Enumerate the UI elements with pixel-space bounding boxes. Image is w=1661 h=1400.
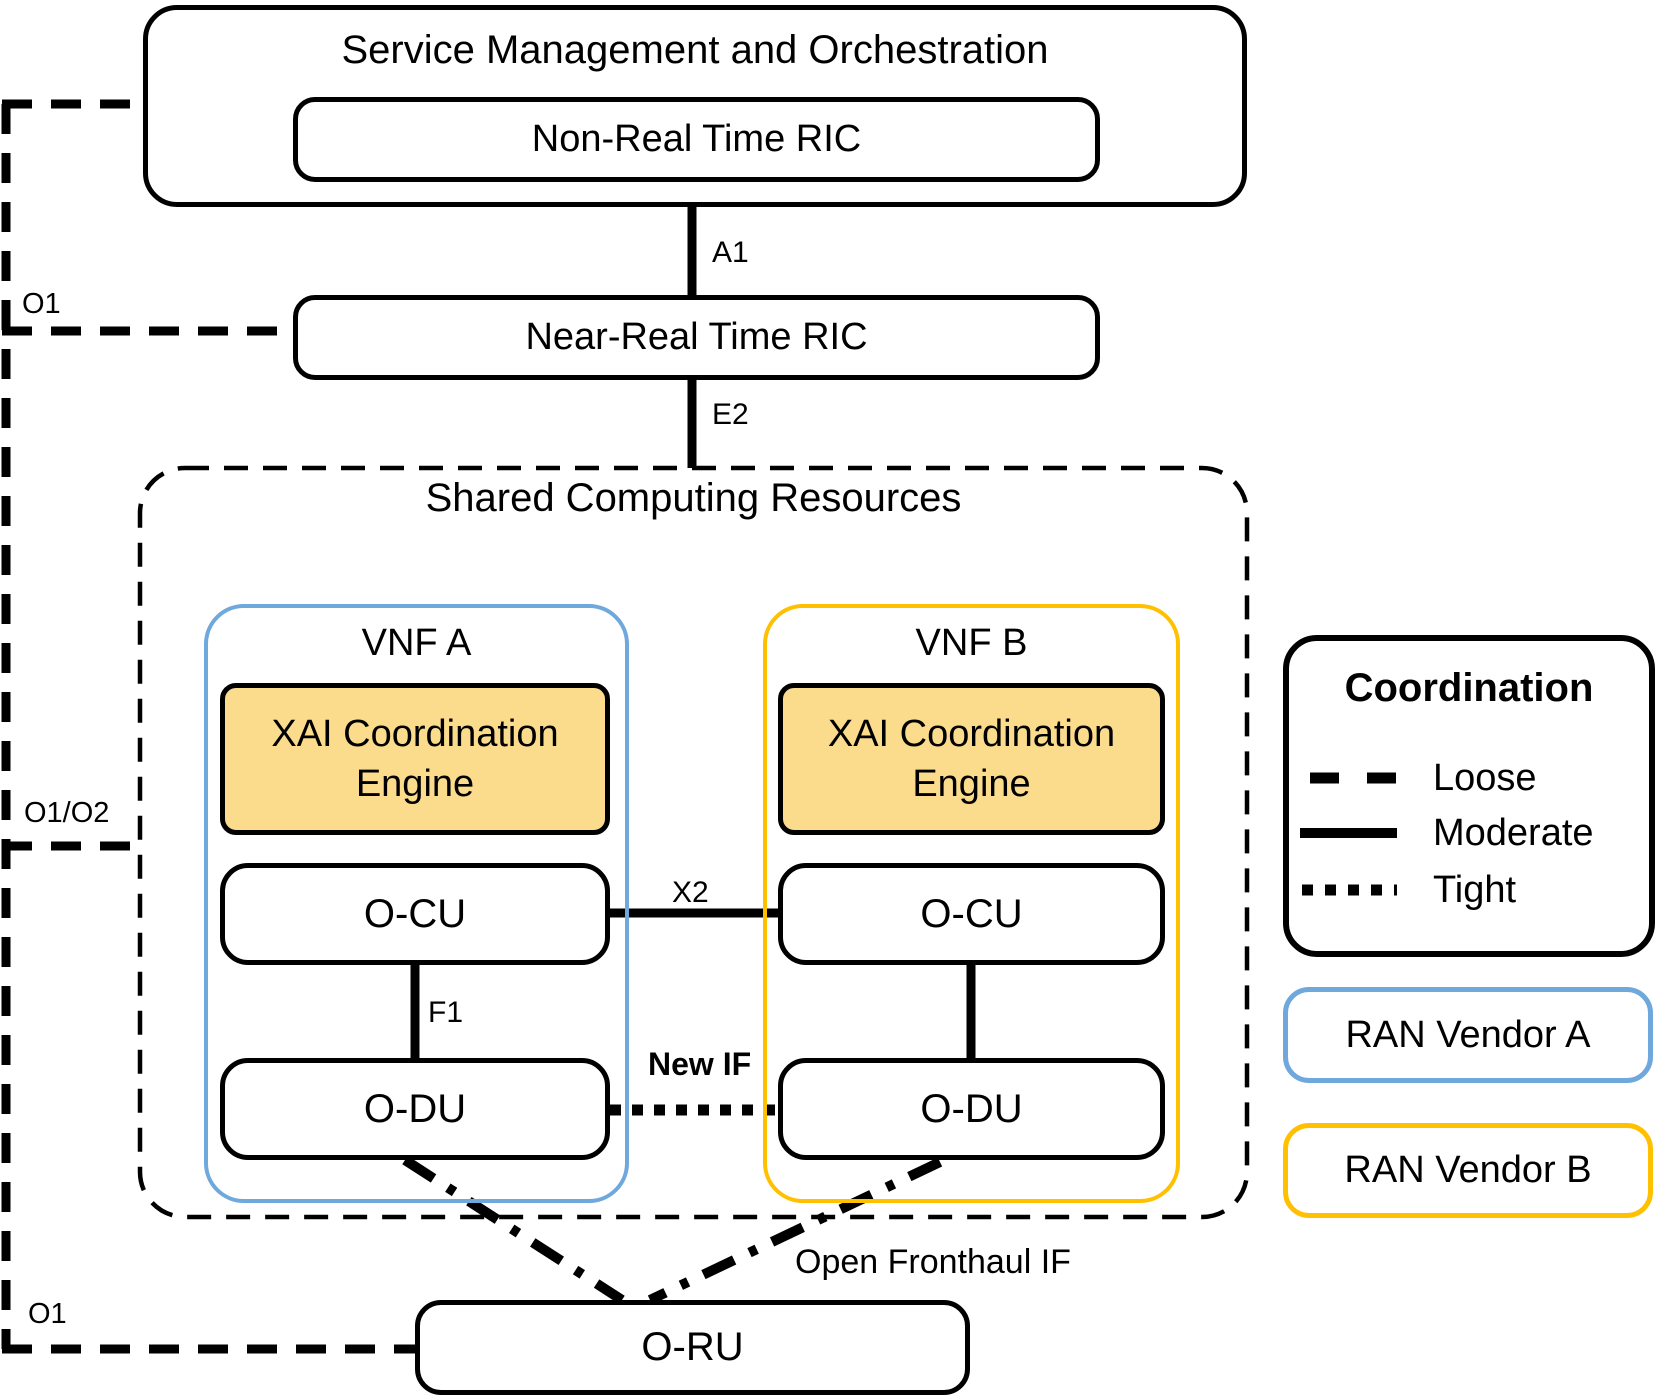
vnf-b-odu-label: O-DU	[920, 1086, 1023, 1131]
vnf-b-xai-engine-box: XAI Coordination Engine	[778, 683, 1165, 835]
coordination-legend-title: Coordination	[1344, 666, 1594, 710]
vnf-a-ocu-box: O-CU	[220, 863, 610, 965]
e2-interface-label: E2	[712, 398, 749, 431]
vnf-a-odu-label: O-DU	[363, 1086, 467, 1131]
new-if-label: New IF	[648, 1046, 752, 1082]
ran-vendor-a-box: RAN Vendor A	[1283, 987, 1653, 1083]
non-rt-ric-label: Non-Real Time RIC	[531, 118, 862, 160]
ran-vendor-b-label: RAN Vendor B	[1344, 1149, 1592, 1191]
near-rt-ric-box: Near-Real Time RIC	[293, 295, 1100, 380]
vnf-b-box	[763, 604, 1180, 1203]
smo-box	[143, 5, 1247, 207]
smo-title: Service Management and Orchestration	[341, 28, 1049, 72]
fronthaul-link-b-line	[647, 1157, 943, 1305]
ran-vendor-b-box: RAN Vendor B	[1283, 1123, 1653, 1218]
legend-loose-label: Loose	[1433, 757, 1537, 799]
ran-vendor-a-label: RAN Vendor A	[1345, 1013, 1591, 1056]
vnf-a-ocu-label: O-CU	[363, 891, 467, 936]
o1-top-label: O1	[22, 288, 61, 320]
f1-interface-label: F1	[428, 996, 464, 1029]
vnf-a-box	[204, 604, 629, 1203]
x2-interface-label: X2	[672, 876, 709, 909]
vnf-b-ocu-box: O-CU	[778, 863, 1165, 965]
o1-o2-label: O1/O2	[24, 797, 110, 829]
vnf-a-xai-engine-label: XAI Coordination Engine	[271, 712, 559, 805]
open-fronthaul-label: Open Fronthaul IF	[795, 1243, 1071, 1281]
fronthaul-link-a-line	[402, 1155, 625, 1305]
vnf-b-odu-box: O-DU	[778, 1058, 1165, 1160]
vnf-a-xai-engine-box: XAI Coordination Engine	[220, 683, 610, 835]
shared-resources-border	[137, 465, 1250, 1220]
oru-box: O-RU	[415, 1300, 970, 1395]
near-rt-ric-label: Near-Real Time RIC	[525, 316, 868, 358]
vnf-b-xai-engine-label: XAI Coordination Engine	[827, 712, 1116, 805]
vnf-b-title: VNF B	[915, 622, 1028, 664]
legend-moderate-label: Moderate	[1433, 812, 1594, 854]
legend-tight-label: Tight	[1433, 869, 1517, 911]
vnf-b-ocu-label: O-CU	[920, 891, 1023, 936]
a1-interface-label: A1	[712, 236, 749, 269]
oru-label: O-RU	[641, 1325, 744, 1369]
non-rt-ric-box: Non-Real Time RIC	[293, 97, 1100, 182]
o1-bottom-label: O1	[28, 1298, 67, 1330]
shared-resources-title: Shared Computing Resources	[425, 476, 962, 520]
vnf-a-odu-box: O-DU	[220, 1058, 610, 1160]
vnf-a-title: VNF A	[361, 622, 472, 664]
coordination-legend-box	[1283, 635, 1655, 957]
